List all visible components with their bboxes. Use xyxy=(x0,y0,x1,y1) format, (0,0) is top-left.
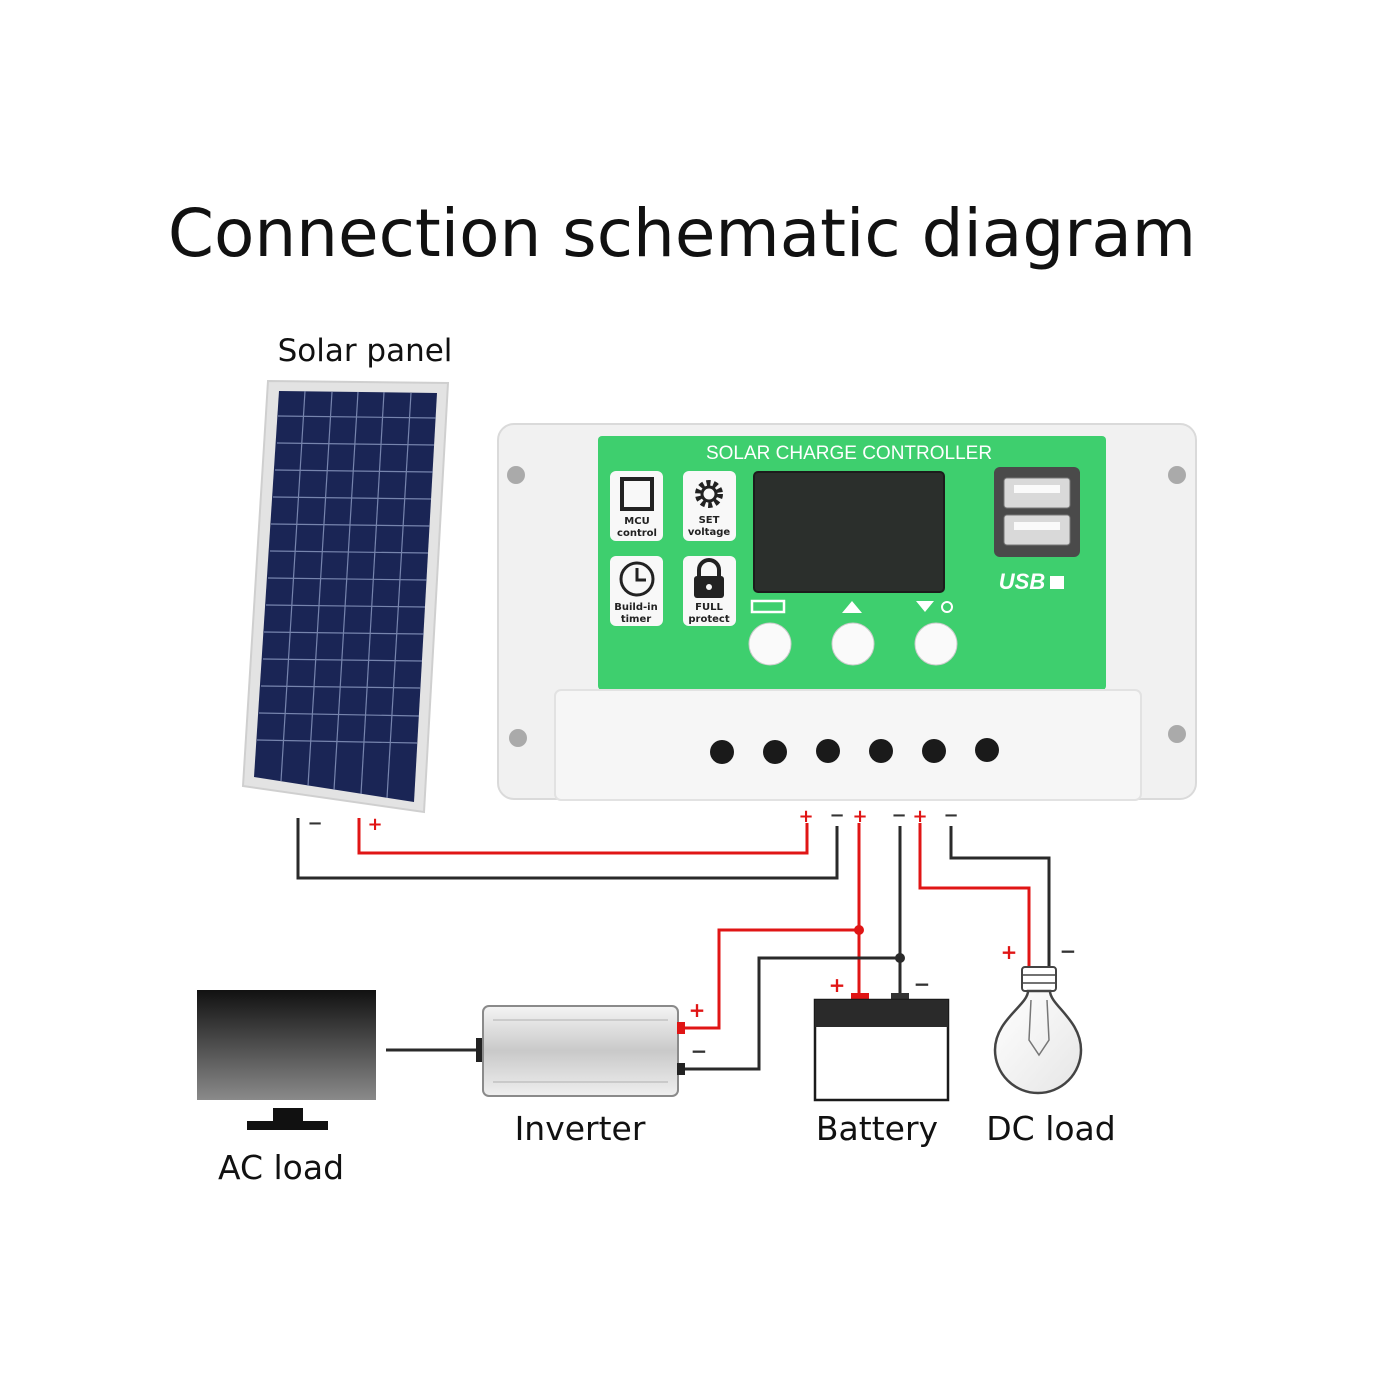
svg-text:voltage: voltage xyxy=(688,527,731,538)
svg-text:control: control xyxy=(617,528,657,539)
load-positive-wire xyxy=(918,823,1031,968)
feature-build-in-timer: Build-in timer xyxy=(610,556,663,626)
polarity-minus: − xyxy=(943,805,958,826)
charge-controller: SOLAR CHARGE CONTROLLER MCU control SET … xyxy=(497,423,1197,801)
lock-icon xyxy=(694,558,724,598)
feature-set-voltage: SET voltage xyxy=(683,471,736,541)
mount-hole-icon xyxy=(1168,466,1186,484)
usb-ports[interactable] xyxy=(994,467,1080,557)
up-button[interactable] xyxy=(831,622,875,666)
polarity-minus: − xyxy=(307,813,322,834)
page-title: Connection schematic diagram xyxy=(168,195,1196,272)
svg-text:MCU: MCU xyxy=(624,516,649,527)
menu-button[interactable] xyxy=(748,622,792,666)
polarity-plus: + xyxy=(367,814,382,835)
menu-icon xyxy=(750,599,786,614)
battery-label: Battery xyxy=(816,1109,938,1148)
polarity-minus: − xyxy=(829,805,844,826)
lcd-screen xyxy=(753,471,945,593)
ac-load-tv-icon xyxy=(197,990,376,1130)
polarity-minus: − xyxy=(691,1039,708,1063)
polarity-plus: + xyxy=(912,806,927,827)
solar-panel-label: Solar panel xyxy=(278,333,453,369)
polarity-minus: − xyxy=(1060,939,1077,963)
terminal-screw[interactable] xyxy=(922,739,946,763)
polarity-minus: − xyxy=(891,805,906,826)
down-button[interactable] xyxy=(914,622,958,666)
svg-text:SET: SET xyxy=(699,515,720,526)
mount-hole-icon xyxy=(1168,725,1186,743)
up-arrow-icon xyxy=(842,601,862,613)
junction-dot xyxy=(895,953,905,963)
inverter-icon xyxy=(476,1005,685,1097)
terminal-screw[interactable] xyxy=(869,739,893,763)
terminal-screw[interactable] xyxy=(710,740,734,764)
usb-battery-icon xyxy=(1050,576,1064,589)
chip-icon xyxy=(620,477,654,511)
panel-positive-wire xyxy=(357,818,809,855)
inverter-negative-wire xyxy=(684,956,900,1071)
controller-heading: SOLAR CHARGE CONTROLLER xyxy=(706,443,992,464)
gear-icon xyxy=(695,480,723,508)
wiring xyxy=(296,818,1051,1071)
terminal-screw[interactable] xyxy=(763,740,787,764)
dc-load-label: DC load xyxy=(986,1109,1115,1148)
polarity-minus: − xyxy=(914,972,931,996)
solar-panel-grid xyxy=(256,390,437,799)
terminal-screw[interactable] xyxy=(816,739,840,763)
clock-icon xyxy=(619,561,655,597)
junction-dot xyxy=(854,925,864,935)
ac-load-label: AC load xyxy=(218,1148,344,1187)
dc-load-bulb-icon xyxy=(993,966,1083,1095)
bulb-small-icon xyxy=(941,601,953,613)
svg-text:protect: protect xyxy=(688,614,729,625)
polarity-plus: + xyxy=(798,806,813,827)
svg-text:FULL: FULL xyxy=(695,602,723,613)
mount-hole-icon xyxy=(507,466,525,484)
battery-icon xyxy=(813,993,950,1102)
terminal-strip xyxy=(554,689,1142,801)
polarity-plus: + xyxy=(852,806,867,827)
inverter-label: Inverter xyxy=(515,1109,646,1148)
polarity-plus: + xyxy=(689,998,706,1022)
inverter-positive-wire xyxy=(684,928,859,1030)
svg-text:timer: timer xyxy=(621,614,651,625)
terminal-screw[interactable] xyxy=(975,738,999,762)
polarity-plus: + xyxy=(1001,940,1018,964)
panel-negative-wire xyxy=(296,818,839,880)
feature-mcu-control: MCU control xyxy=(610,471,663,541)
load-negative-wire xyxy=(949,826,1051,968)
solar-panel xyxy=(241,379,450,814)
svg-text:Build-in: Build-in xyxy=(614,602,657,613)
usb-label: USB xyxy=(999,569,1046,594)
terminal-screws xyxy=(710,738,999,764)
down-arrow-icon xyxy=(916,601,934,612)
polarity-plus: + xyxy=(829,973,846,997)
mount-hole-icon xyxy=(509,729,527,747)
feature-full-protect: FULL protect xyxy=(683,556,736,626)
